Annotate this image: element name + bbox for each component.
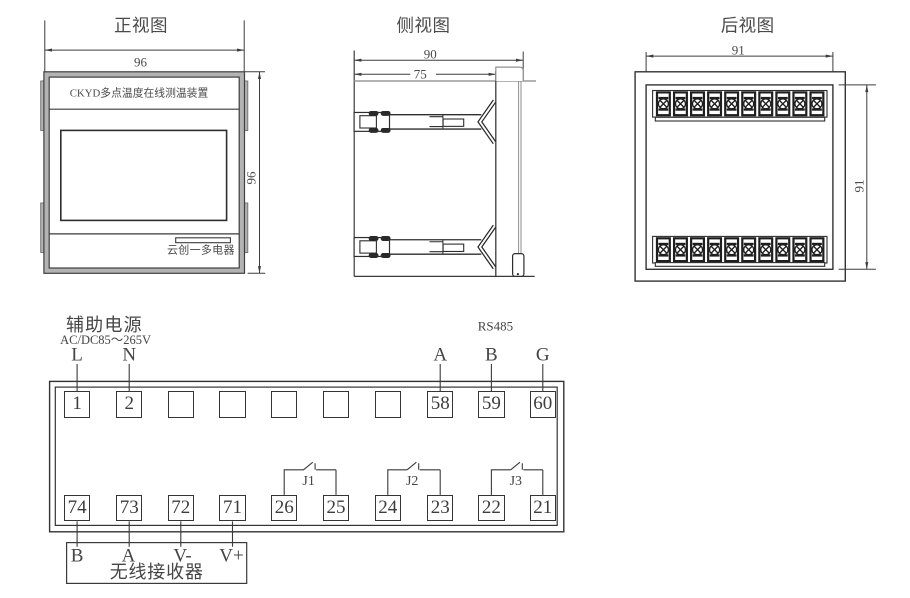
rear-view-art	[634, 52, 876, 282]
mounting-clip-instance	[354, 101, 495, 143]
rs485-pin-a: A	[433, 344, 448, 366]
line-art-shape	[387, 461, 441, 495]
strip-base-bar-bottom	[654, 262, 826, 267]
rear-terminal-strip-top	[652, 89, 828, 122]
terminal-blank-2	[219, 391, 246, 418]
rs485-label: RS485	[477, 318, 514, 334]
front-header-text: CKYD多点温度在线测温装置	[69, 87, 209, 100]
terminal-cell	[775, 237, 791, 263]
side-view-title: 侧视图	[396, 15, 451, 36]
front-height-dimension-text: 96	[243, 171, 258, 185]
terminal-blank-5	[374, 391, 402, 418]
receiver-pin-b: B	[70, 545, 84, 566]
relay-contact-j2	[387, 461, 441, 495]
front-width-extension-lines	[44, 20, 245, 72]
front-slot-bar	[175, 237, 231, 244]
rs485-leader-lines	[439, 364, 544, 392]
side-bezel-front-face	[518, 81, 522, 254]
front-display-screen	[59, 129, 228, 222]
rear-height-dimension-text: 91	[851, 179, 867, 193]
front-view-art	[40, 20, 266, 274]
terminal-25: 25	[322, 494, 350, 522]
receiver-pin-a: A	[121, 545, 136, 566]
terminal-59: 59	[478, 391, 505, 418]
side-case-depth-dimension-text: 75	[413, 66, 427, 82]
terminal-24: 24	[374, 494, 402, 522]
terminal-cell	[758, 91, 774, 117]
aux-power-range: AC/DC85～265V	[60, 333, 152, 348]
terminal-cell	[741, 91, 757, 117]
terminal-cell	[655, 91, 671, 117]
wiring-diagram-art	[48, 364, 565, 584]
terminal-73: 73	[115, 494, 143, 522]
aux-power-label: 辅助电源	[65, 314, 143, 335]
terminal-cell	[741, 237, 757, 263]
terminal-23: 23	[426, 494, 454, 522]
terminal-cell	[690, 91, 706, 117]
terminal-60: 60	[529, 391, 557, 418]
rs485-pin-g: G	[535, 344, 550, 366]
terminal-74: 74	[63, 494, 91, 522]
receiver-leader-lines	[76, 521, 234, 547]
aux-pin-n: N	[122, 344, 137, 366]
terminal-cell	[707, 91, 723, 117]
rear-terminal-strip-bottom	[652, 235, 828, 267]
relay-label-j3: J3	[509, 473, 523, 489]
terminal-cell	[809, 91, 825, 117]
side-bottom-lip-dot	[516, 273, 520, 276]
receiver-pin-vminus: V-	[173, 545, 192, 566]
terminal-26: 26	[270, 494, 298, 522]
terminal-cell	[672, 91, 688, 117]
terminal-21: 21	[529, 494, 557, 522]
terminal-blank-1	[167, 391, 195, 418]
rear-width-dimension-text: 91	[731, 42, 745, 58]
terminal-blank-3	[270, 391, 298, 418]
side-bezel-top-lip	[495, 66, 524, 81]
terminal-cell	[707, 237, 723, 263]
terminal-cell	[775, 91, 791, 117]
rs485-pin-b: B	[485, 344, 498, 366]
side-bezel-bottom-lip	[511, 253, 525, 278]
strip-base-bar-top	[654, 116, 826, 122]
side-total-depth-dimension-text: 90	[423, 46, 437, 62]
terminal-71: 71	[219, 494, 246, 522]
terminal-blank-4	[322, 391, 350, 418]
receiver-box	[65, 541, 248, 584]
front-width-dimension-text: 96	[134, 54, 147, 70]
front-view-title: 正视图	[114, 15, 168, 36]
front-brand-text: 云创一多电器	[166, 244, 235, 257]
rear-height-extension-lines	[838, 84, 876, 270]
receiver-label: 无线接收器	[109, 561, 204, 582]
relay-label-j1: J1	[302, 473, 315, 489]
line-art-shape	[490, 461, 544, 495]
terminal-cell	[809, 237, 825, 263]
terminal-cell	[792, 91, 808, 117]
terminal-2: 2	[115, 391, 143, 418]
terminal-cell	[758, 237, 774, 263]
terminal-cell	[655, 237, 671, 263]
aux-power-leader-lines	[76, 364, 130, 392]
mounting-clip-instance	[354, 226, 495, 268]
terminal-block-inner	[54, 386, 558, 527]
terminal-1: 1	[63, 391, 91, 418]
line-art-shape	[283, 461, 337, 495]
aux-pin-l: L	[71, 344, 83, 366]
terminal-cell	[792, 237, 808, 263]
relay-contact-j3	[490, 461, 544, 495]
rear-view-title: 后视图	[720, 15, 775, 36]
side-view-art	[354, 50, 536, 278]
terminal-58: 58	[426, 391, 454, 418]
terminal-cell	[724, 237, 740, 263]
terminal-cell	[672, 237, 688, 263]
terminal-22: 22	[478, 494, 505, 522]
relay-label-j2: J2	[405, 473, 419, 489]
relay-contact-j1	[283, 461, 337, 495]
terminal-cell	[690, 237, 706, 263]
receiver-pin-vplus: V+	[219, 545, 244, 566]
front-height-extension-lines	[244, 71, 266, 274]
terminal-72: 72	[167, 494, 195, 522]
terminal-cell	[724, 91, 740, 117]
